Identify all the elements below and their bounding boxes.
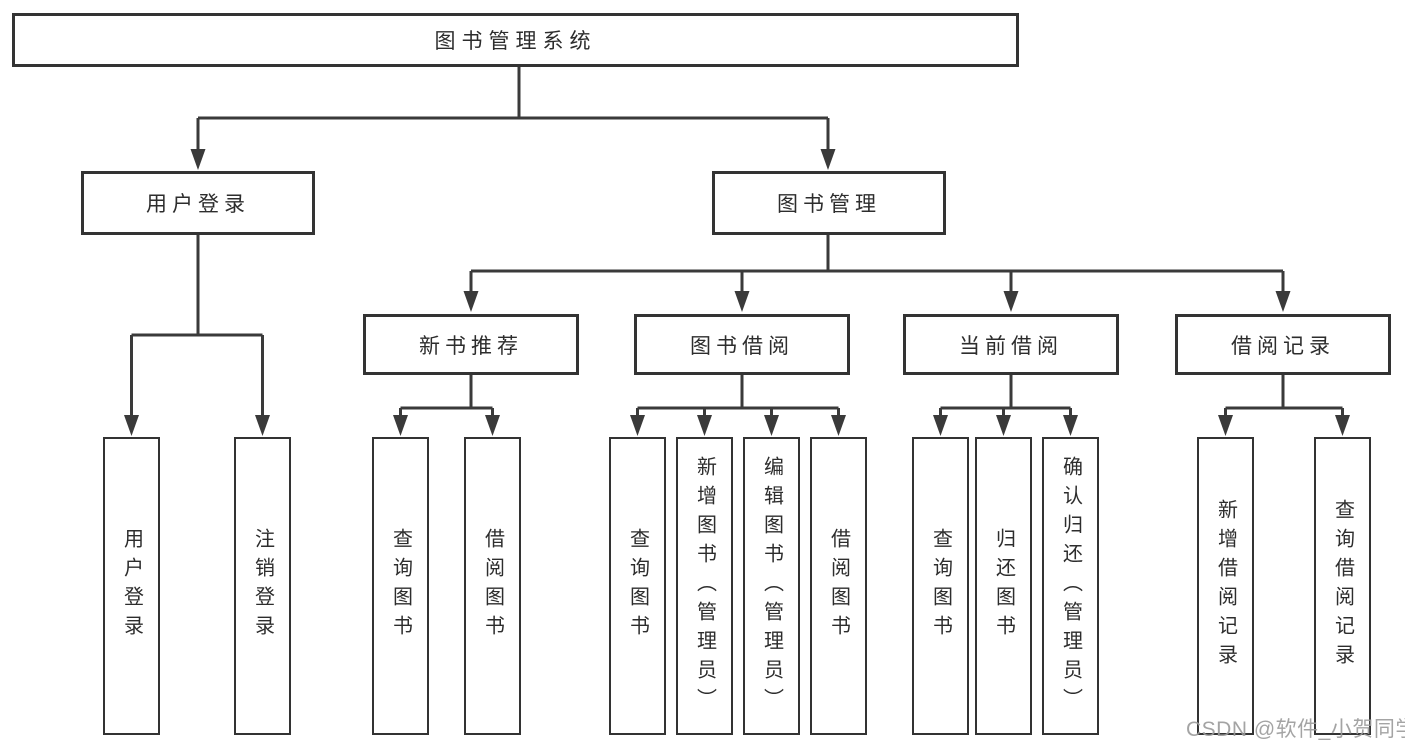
leaf-borrow-books-recommend: 借阅图书 (464, 437, 521, 735)
leaf-confirm-return-admin: 确认归还（管理员） (1042, 437, 1099, 735)
node-label: 查询图书 (626, 528, 649, 644)
node-new-book-recommend: 新书推荐 (363, 314, 579, 375)
node-book-borrow: 图书借阅 (634, 314, 850, 375)
node-label: 查询图书 (389, 528, 412, 644)
node-user-login: 用户登录 (81, 171, 315, 235)
node-label: 确认归还（管理员） (1059, 455, 1082, 717)
watermark: CSDN @软件_小贺同学 (1186, 718, 1405, 741)
node-library-management-system: 图书管理系统 (12, 13, 1019, 67)
node-label: 查询图书 (929, 528, 952, 644)
node-label: 注销登录 (251, 528, 274, 644)
node-label: 查询借阅记录 (1331, 499, 1354, 673)
node-label: 图书管理 (777, 193, 881, 216)
node-label: 用户登录 (146, 193, 250, 216)
node-borrow-records: 借阅记录 (1175, 314, 1391, 375)
node-label: 归还图书 (992, 528, 1015, 644)
node-label: 借阅图书 (481, 528, 504, 644)
leaf-query-books-borrow: 查询图书 (609, 437, 666, 735)
leaf-logout: 注销登录 (234, 437, 291, 735)
leaf-return-books: 归还图书 (975, 437, 1032, 735)
leaf-query-books-current: 查询图书 (912, 437, 969, 735)
node-label: 借阅图书 (827, 528, 850, 644)
leaf-add-borrow-record: 新增借阅记录 (1197, 437, 1254, 735)
node-current-borrow: 当前借阅 (903, 314, 1119, 375)
leaf-query-borrow-record: 查询借阅记录 (1314, 437, 1371, 735)
node-label: 新增图书（管理员） (693, 455, 716, 717)
node-label: 当前借阅 (959, 334, 1063, 358)
node-label: 新增借阅记录 (1214, 499, 1237, 673)
node-label: 图书管理系统 (434, 30, 597, 53)
leaf-user-login: 用户登录 (103, 437, 160, 735)
node-label: 新书推荐 (419, 334, 523, 358)
node-book-management: 图书管理 (712, 171, 946, 235)
node-label: 图书借阅 (690, 334, 794, 358)
leaf-edit-books-admin: 编辑图书（管理员） (743, 437, 800, 735)
node-label: 借阅记录 (1231, 334, 1335, 358)
leaf-query-books-recommend: 查询图书 (372, 437, 429, 735)
leaf-add-books-admin: 新增图书（管理员） (676, 437, 733, 735)
node-label: 编辑图书（管理员） (760, 455, 783, 717)
node-label: 用户登录 (120, 528, 143, 644)
leaf-borrow-books: 借阅图书 (810, 437, 867, 735)
